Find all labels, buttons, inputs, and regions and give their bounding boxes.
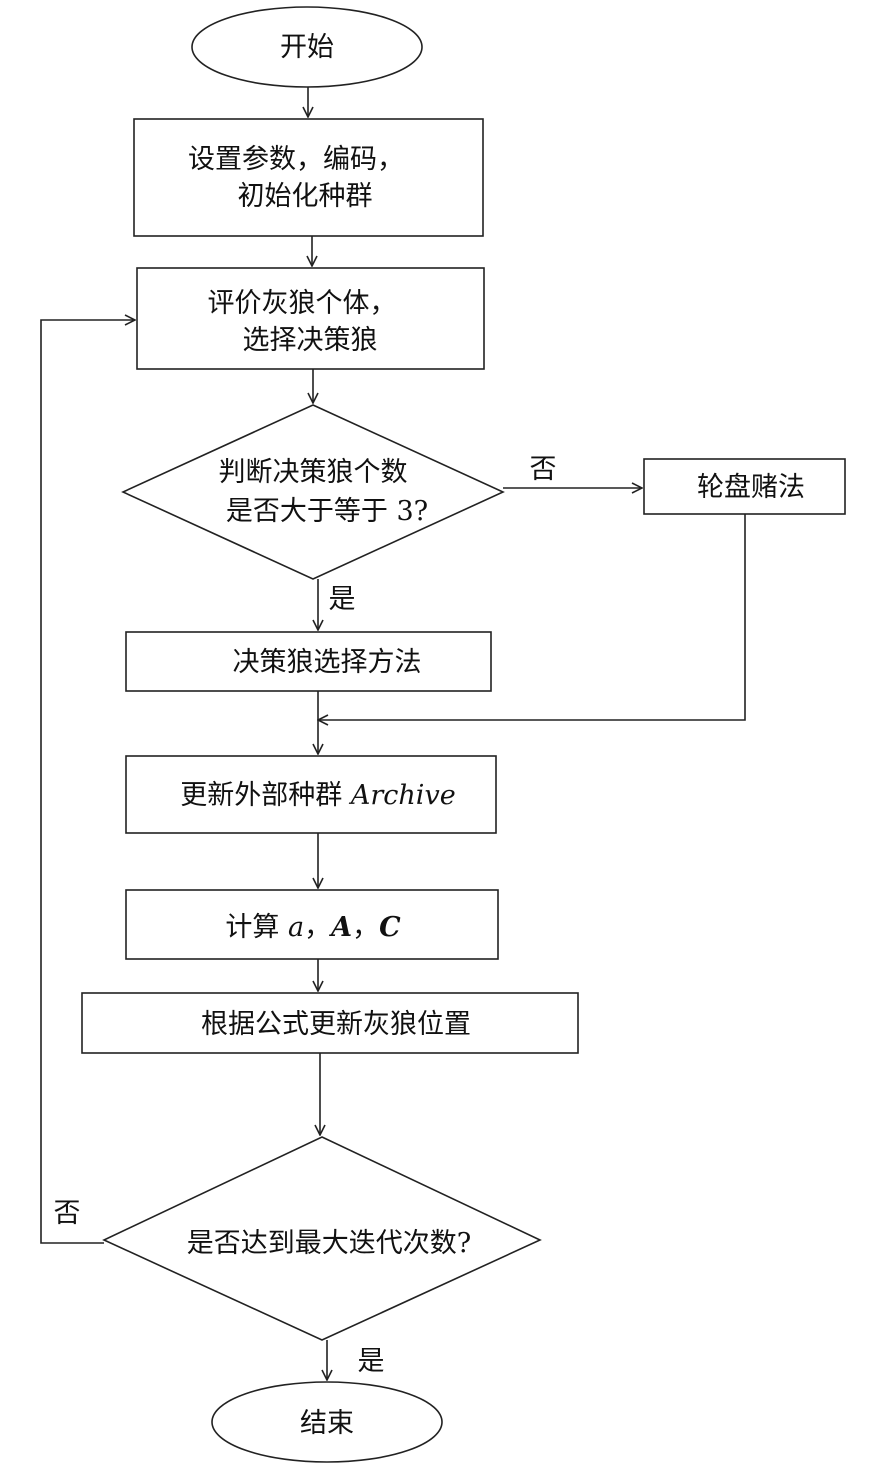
label-yes-select: 是 <box>329 584 356 615</box>
eval-box <box>136 267 485 370</box>
arrow-roulette-merge <box>318 514 746 720</box>
label-no-loop: 否 <box>54 1198 81 1229</box>
calc-sep2: ， <box>352 912 379 943</box>
eval-label-line1: 评价灰狼个体， <box>208 288 397 319</box>
calc-a: a <box>288 912 304 943</box>
arrow-loop-back-to-eval <box>40 320 135 1244</box>
calc-label: 计算 a，A，C <box>225 912 401 943</box>
archive-box <box>125 755 497 834</box>
calc-prefix: 计算 <box>225 912 288 943</box>
start-label: 开始 <box>280 32 334 63</box>
calc-C: C <box>379 912 401 943</box>
decision-count <box>121 404 505 580</box>
calc-box <box>125 889 499 960</box>
roulette-label: 轮盘赌法 <box>697 472 805 503</box>
decision-iteration-label: 是否达到最大迭代次数? <box>187 1228 471 1259</box>
init-label-line1: 设置参数，编码， <box>188 144 404 175</box>
start-terminal <box>191 6 423 88</box>
archive-label: 更新外部种群 Archive <box>180 780 455 811</box>
archive-italic: Archive <box>348 780 456 811</box>
end-terminal <box>211 1381 443 1463</box>
decision-count-line1: 判断决策狼个数 <box>219 457 408 488</box>
label-yes-end: 是 <box>358 1346 385 1377</box>
label-no-roulette: 否 <box>530 454 557 485</box>
calc-sep1: ， <box>304 912 331 943</box>
eval-label-line2: 选择决策狼 <box>243 325 378 356</box>
decision-count-line2: 是否大于等于 3? <box>226 496 428 527</box>
select-method-box <box>125 631 492 692</box>
update-position-box <box>81 992 579 1054</box>
archive-prefix: 更新外部种群 <box>180 780 351 811</box>
update-position-label: 根据公式更新灰狼位置 <box>201 1009 471 1040</box>
init-box <box>133 118 484 237</box>
select-method-label: 决策狼选择方法 <box>233 647 422 678</box>
decision-iteration <box>102 1136 542 1341</box>
end-label: 结束 <box>300 1408 354 1439</box>
calc-A: A <box>328 912 352 943</box>
init-label-line2: 初始化种群 <box>238 181 373 212</box>
